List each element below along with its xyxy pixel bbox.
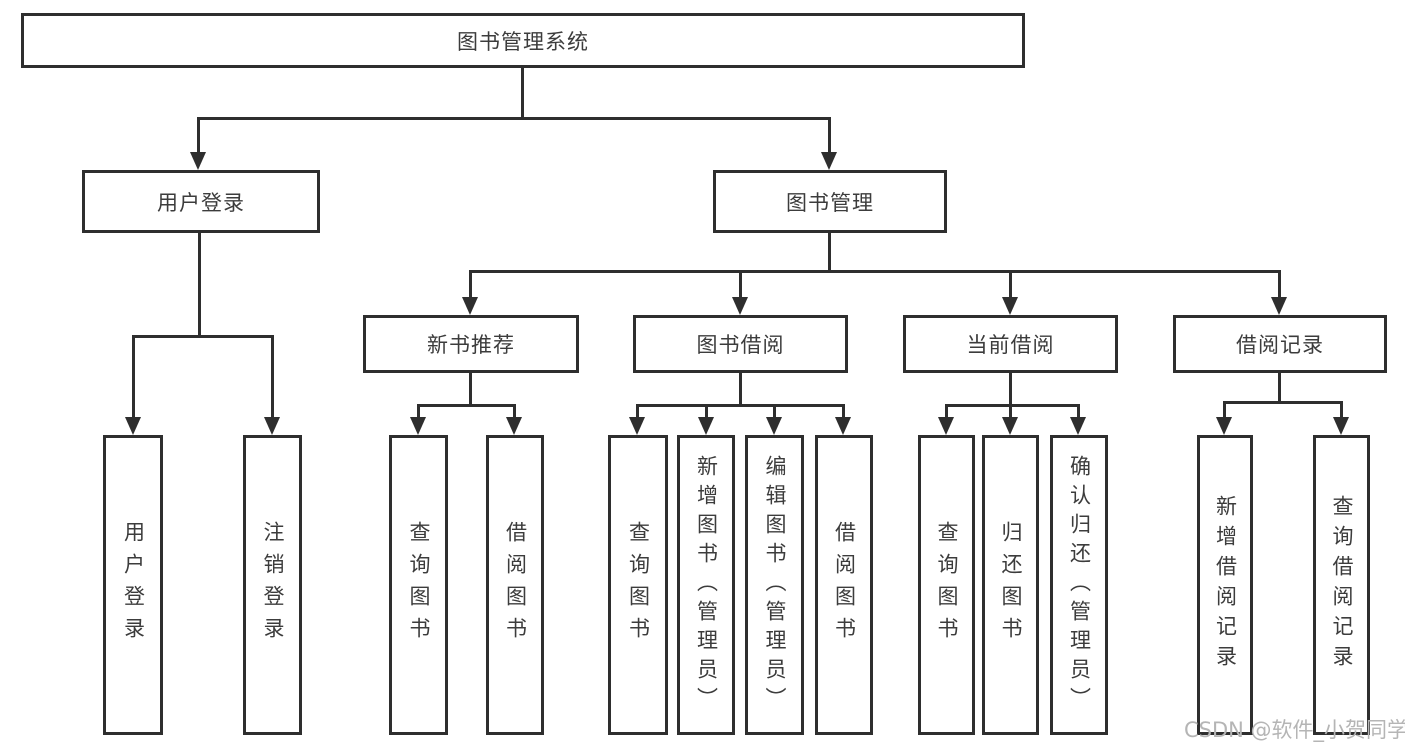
arrowhead-bb-borrow (835, 417, 851, 435)
arrowhead-br-add (1216, 417, 1232, 435)
connector-user-login-stem (198, 233, 201, 338)
arrowhead-cb-return (1002, 417, 1018, 435)
leaf-cb-query-books-label: 查询图书 (935, 521, 959, 649)
node-borrow-records: 借阅记录 (1173, 315, 1387, 373)
connector-to-cb-return (1009, 404, 1012, 418)
connector-current-borrow-stem (1009, 373, 1012, 407)
leaf-bb-query-books: 查询图书 (608, 435, 668, 735)
leaf-nb-query-books-label: 查询图书 (407, 521, 431, 649)
arrowhead-leaf-login (125, 417, 141, 435)
leaf-bb-edit-books-admin: 编辑图书（管理员） (745, 435, 804, 735)
connector-borrow-records-branch (1223, 401, 1342, 404)
connector-to-leaf-logout (271, 335, 274, 418)
leaf-nb-borrow-books-label: 借阅图书 (503, 521, 528, 649)
connector-to-book-borrow (739, 270, 742, 298)
leaf-cb-confirm-return-admin-label: 确认归还（管理员） (1067, 454, 1092, 716)
node-current-borrow: 当前借阅 (903, 315, 1118, 373)
node-user-login: 用户登录 (82, 170, 320, 233)
leaf-cb-return-books: 归还图书 (982, 435, 1039, 735)
node-borrow-records-label: 借阅记录 (1236, 333, 1324, 357)
connector-to-cb-query (945, 404, 948, 418)
connector-to-current-borrow (1009, 270, 1012, 298)
leaf-user-login-label: 用户登录 (121, 521, 146, 649)
connector-to-nb-borrow (513, 404, 516, 418)
arrowhead-bb-query (629, 417, 645, 435)
arrowhead-cb-confirm (1070, 417, 1086, 435)
connector-to-user-login (197, 117, 200, 155)
leaf-bb-borrow-books: 借阅图书 (815, 435, 873, 735)
leaf-bb-add-books-admin: 新增图书（管理员） (677, 435, 735, 735)
connector-to-cb-confirm (1077, 404, 1080, 418)
leaf-cb-return-books-label: 归还图书 (999, 521, 1023, 649)
node-root-label: 图书管理系统 (457, 29, 589, 54)
connector-book-mgmt-stem (828, 233, 831, 273)
leaf-br-add-record: 新增借阅记录 (1197, 435, 1253, 735)
connector-to-leaf-login (132, 335, 135, 418)
leaf-br-query-record-label: 查询借阅记录 (1330, 495, 1354, 675)
connector-to-bb-add (705, 404, 708, 418)
arrowhead-new-books (462, 297, 478, 315)
node-book-borrow-label: 图书借阅 (696, 333, 785, 357)
connector-to-borrow-records (1278, 270, 1281, 298)
leaf-cb-confirm-return-admin: 确认归还（管理员） (1050, 435, 1108, 735)
connector-root-branch (197, 117, 831, 120)
leaf-logout-label: 注销登录 (261, 521, 285, 649)
arrowhead-nb-query (410, 417, 426, 435)
arrowhead-book-mgmt (821, 152, 837, 170)
node-book-mgmt: 图书管理 (713, 170, 947, 233)
connector-to-bb-borrow (842, 404, 845, 418)
arrowhead-current-borrow (1002, 297, 1018, 315)
leaf-user-login: 用户登录 (103, 435, 163, 735)
connector-to-nb-query (417, 404, 420, 418)
leaf-logout: 注销登录 (243, 435, 302, 735)
leaf-bb-borrow-books-label: 借阅图书 (832, 521, 857, 649)
connector-root-stem (521, 68, 524, 119)
leaf-br-query-record: 查询借阅记录 (1313, 435, 1370, 735)
arrowhead-bb-edit (766, 417, 782, 435)
leaf-bb-query-books-label: 查询图书 (626, 521, 651, 649)
arrowhead-book-borrow (732, 297, 748, 315)
arrowhead-user-login (190, 152, 206, 170)
leaf-br-add-record-label: 新增借阅记录 (1213, 495, 1238, 675)
node-new-books: 新书推荐 (363, 315, 579, 373)
leaf-nb-borrow-books: 借阅图书 (486, 435, 544, 735)
connector-borrow-records-stem (1278, 373, 1281, 404)
connector-to-new-books (469, 270, 472, 298)
node-current-borrow-label: 当前借阅 (966, 333, 1055, 357)
connector-new-books-stem (469, 373, 472, 407)
connector-book-borrow-stem (739, 373, 742, 407)
arrowhead-nb-borrow (506, 417, 522, 435)
connector-to-br-query (1340, 401, 1343, 418)
connector-to-book-mgmt (828, 117, 831, 155)
arrowhead-br-query (1333, 417, 1349, 435)
connector-book-borrow-branch (636, 404, 843, 407)
node-book-borrow: 图书借阅 (633, 315, 848, 373)
node-user-login-label: 用户登录 (157, 190, 245, 215)
connector-new-books-branch (417, 404, 515, 407)
connector-user-login-branch (132, 335, 273, 338)
arrowhead-bb-add (698, 417, 714, 435)
arrowhead-borrow-records (1271, 297, 1287, 315)
arrowhead-leaf-logout (264, 417, 280, 435)
node-new-books-label: 新书推荐 (427, 333, 515, 357)
leaf-bb-add-books-admin-label: 新增图书（管理员） (694, 454, 719, 716)
connector-to-bb-edit (773, 404, 776, 418)
leaf-cb-query-books: 查询图书 (918, 435, 975, 735)
leaf-bb-edit-books-admin-label: 编辑图书（管理员） (763, 454, 787, 716)
connector-to-bb-query (636, 404, 639, 418)
csdn-watermark: CSDN @软件_小贺同学 (1184, 718, 1405, 742)
leaf-nb-query-books: 查询图书 (389, 435, 448, 735)
arrowhead-cb-query (938, 417, 954, 435)
connector-to-br-add (1223, 401, 1226, 418)
node-root: 图书管理系统 (21, 13, 1025, 68)
connector-book-mgmt-branch (469, 270, 1281, 273)
node-book-mgmt-label: 图书管理 (786, 190, 874, 215)
